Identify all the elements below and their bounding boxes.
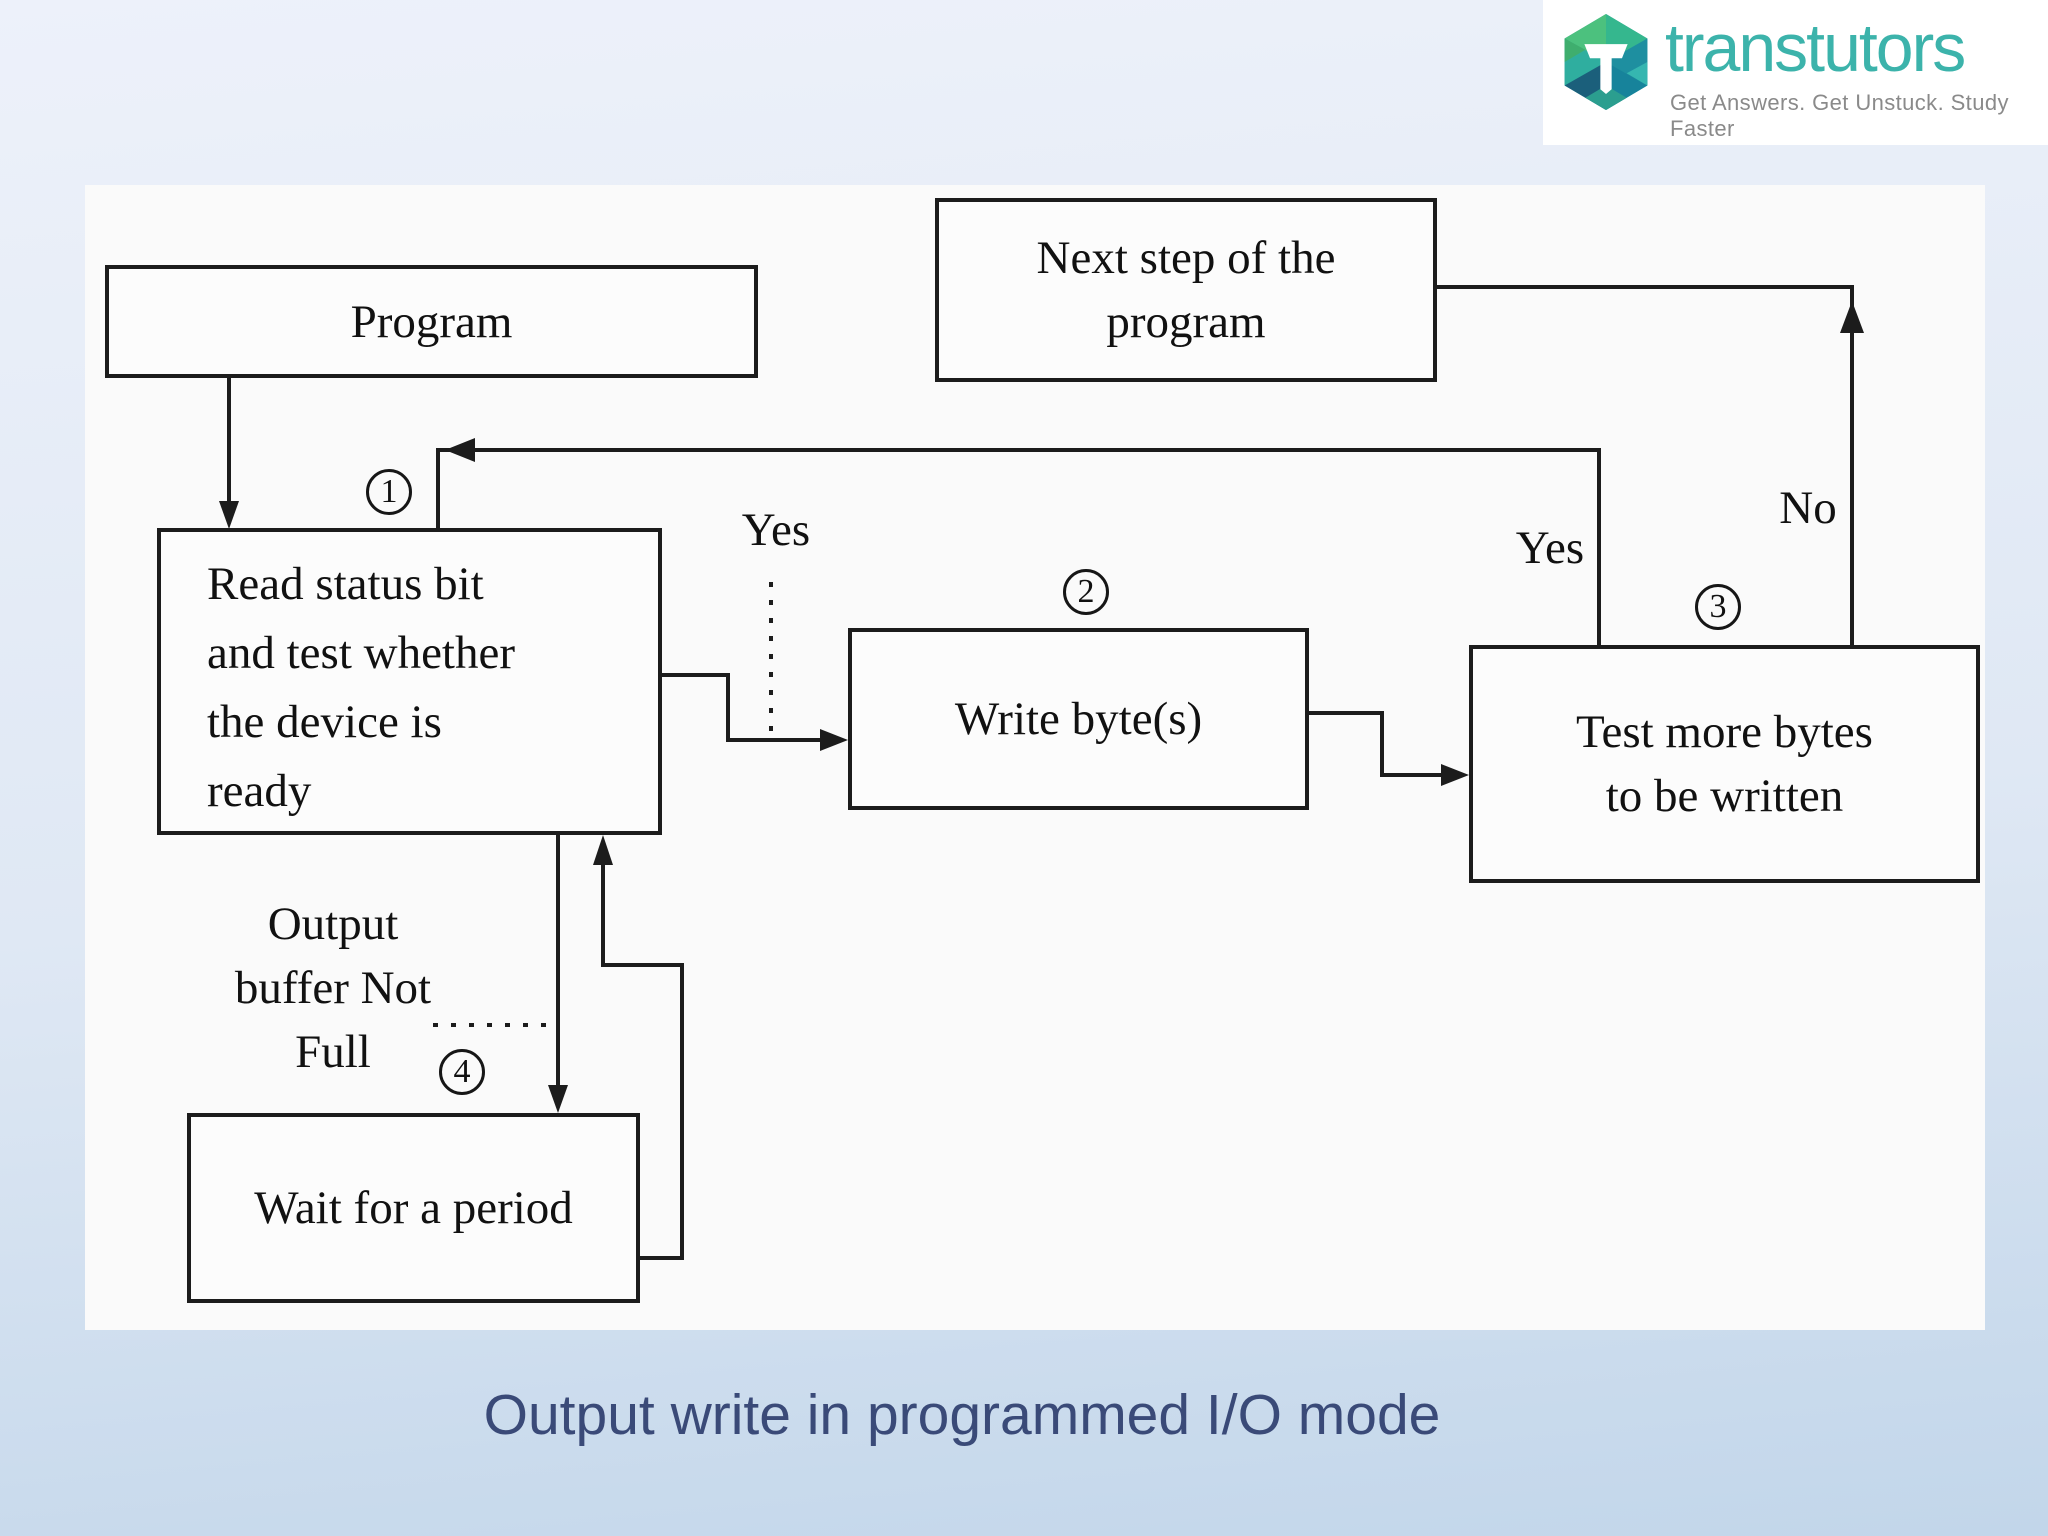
box-line: Test more bytes <box>1576 706 1873 758</box>
arrow-read-to-write <box>662 673 848 751</box>
box-line: Program <box>350 295 513 348</box>
box-line: to be written <box>1605 770 1844 822</box>
arrow-program-to-read <box>219 378 239 529</box>
arrow-write-to-test <box>1309 711 1469 786</box>
box-program: Program <box>105 265 758 378</box>
label-yes-left: Yes <box>741 504 811 556</box>
box-line: program <box>1106 296 1266 348</box>
arrow-loop-back-to-read <box>436 438 1601 645</box>
diagram-canvas: Program Next step of the program Read st… <box>85 185 1985 1330</box>
box-line: Read status bit <box>207 558 484 610</box>
box-wait-for-period: Wait for a period <box>187 1113 640 1303</box>
connector-lines <box>219 285 1864 1260</box>
box-line: Wait for a period <box>254 1182 573 1234</box>
step-circle-4: 4 <box>439 1049 485 1095</box>
box-read-status: Read status bit and test whether the dev… <box>157 528 662 835</box>
box-line: and test whether <box>207 627 516 679</box>
step-circle-2: 2 <box>1063 569 1109 615</box>
brand-tagline: Get Answers. Get Unstuck. Study Faster <box>1670 90 2009 141</box>
box-next-step: Next step of the program <box>935 198 1437 382</box>
label-output-buffer: Output buffer Not Full <box>173 892 493 1084</box>
logo-card: transtutors Get Answers. Get Unstuck. St… <box>1543 0 2048 145</box>
step-circle-3: 3 <box>1695 584 1741 630</box>
box-line: Next step of the <box>1036 232 1336 284</box>
label-output-buffer-line: Output <box>267 898 399 950</box>
step-circle-1: 1 <box>366 469 412 515</box>
brand-name: transtutors <box>1665 10 1966 86</box>
box-test-more: Test more bytes to be written <box>1469 645 1980 883</box>
arrow-buffer-not-full-down <box>548 835 568 1113</box>
box-write-bytes: Write byte(s) <box>848 628 1309 810</box>
label-output-buffer-line: Full <box>295 1026 371 1078</box>
box-line: Write byte(s) <box>954 693 1203 745</box>
box-line: the device is <box>207 696 442 748</box>
box-line: ready <box>207 765 312 817</box>
label-no: No <box>1779 482 1837 534</box>
arrow-wait-return <box>593 835 684 1260</box>
transtutors-logo-icon <box>1564 14 1648 110</box>
arrow-no-to-next-step <box>1437 285 1864 645</box>
label-yes-right: Yes <box>1515 522 1585 574</box>
diagram-caption: Output write in programmed I/O mode <box>483 1383 1441 1447</box>
label-output-buffer-line: buffer Not <box>234 962 432 1014</box>
